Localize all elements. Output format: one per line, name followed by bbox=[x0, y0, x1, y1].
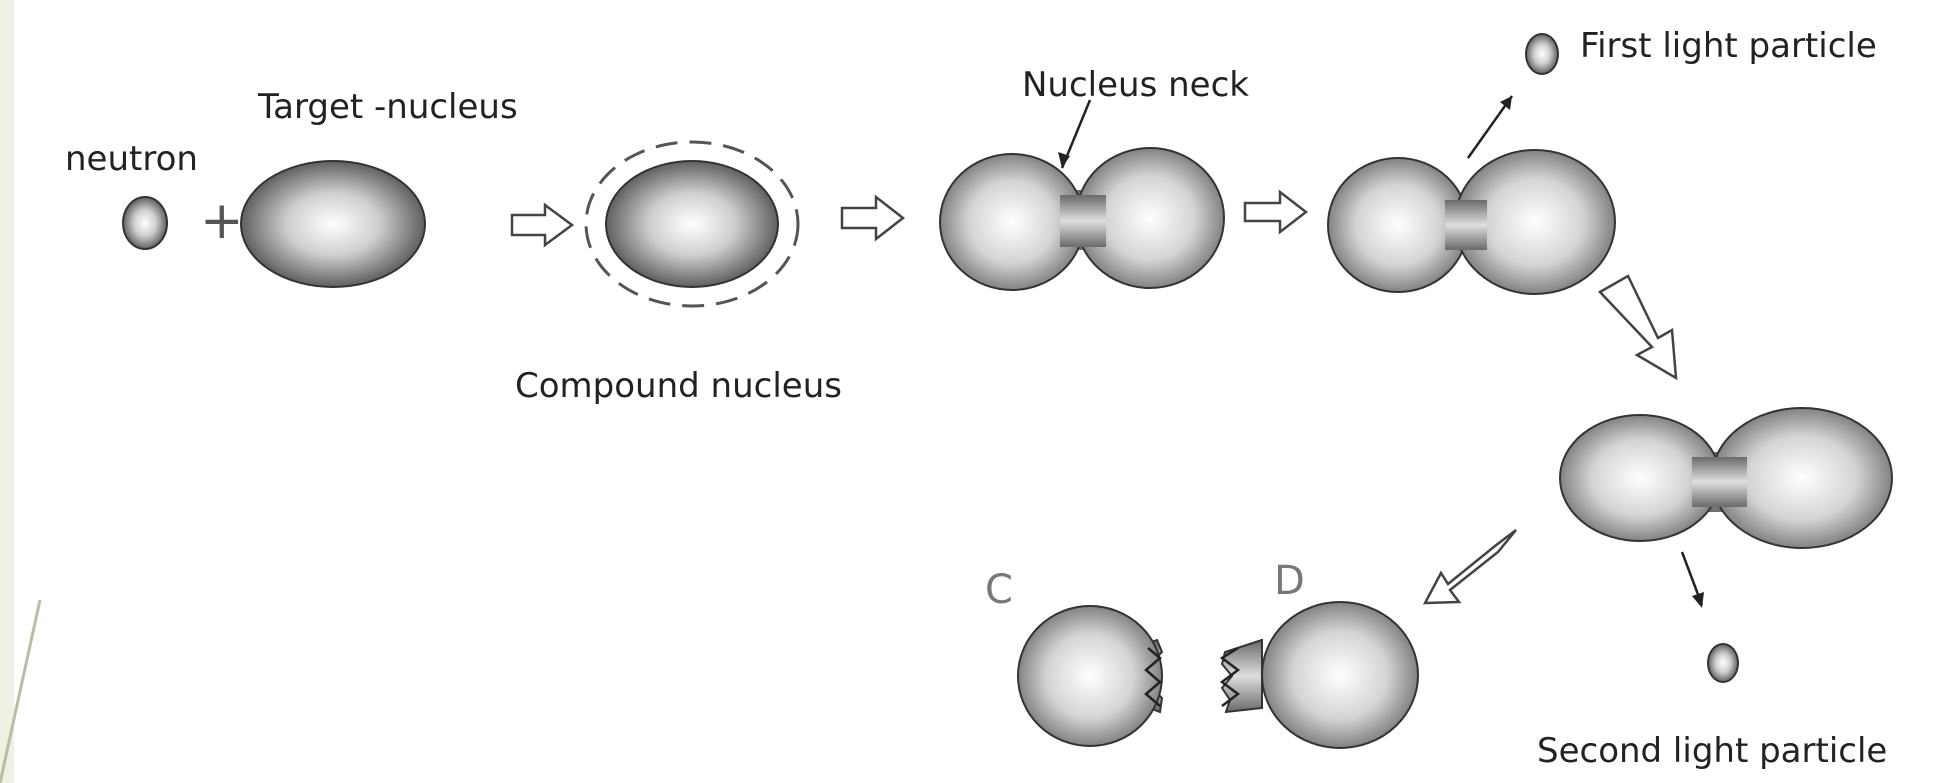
second-particle-arrowhead bbox=[1692, 592, 1704, 608]
nucleus-neck-label: Nucleus neck bbox=[1022, 65, 1249, 105]
left-edge-stroke bbox=[0, 600, 40, 783]
plus-sign: + bbox=[200, 191, 244, 251]
arrow-right-1 bbox=[512, 205, 572, 245]
target-nucleus bbox=[241, 161, 425, 287]
deformed-nucleus-3 bbox=[1560, 408, 1892, 548]
neutron-label: neutron bbox=[65, 139, 198, 179]
fragment-c-label: C bbox=[985, 567, 1013, 613]
second-light-particle-label: Second light particle bbox=[1537, 731, 1887, 771]
arrow-right-3 bbox=[1245, 192, 1306, 232]
fragment-c bbox=[1018, 606, 1162, 746]
deformed-nucleus-neck bbox=[940, 148, 1224, 290]
first-light-particle-label: First light particle bbox=[1580, 26, 1877, 66]
fragment-d-label: D bbox=[1274, 558, 1305, 604]
arrow-down-right bbox=[1600, 276, 1676, 378]
deformed-nucleus-2 bbox=[1328, 150, 1615, 294]
compound-nucleus-label: Compound nucleus bbox=[515, 366, 842, 406]
arrow-down-left bbox=[1425, 530, 1516, 603]
first-particle-arrowhead bbox=[1500, 96, 1512, 110]
second-light-particle bbox=[1708, 644, 1738, 682]
target-nucleus-label: Target -nucleus bbox=[257, 87, 518, 127]
fragment-d bbox=[1222, 602, 1418, 748]
neutron-particle bbox=[123, 197, 167, 249]
compound-nucleus bbox=[606, 161, 778, 287]
first-light-particle bbox=[1526, 34, 1558, 74]
arrow-right-2 bbox=[842, 197, 903, 239]
